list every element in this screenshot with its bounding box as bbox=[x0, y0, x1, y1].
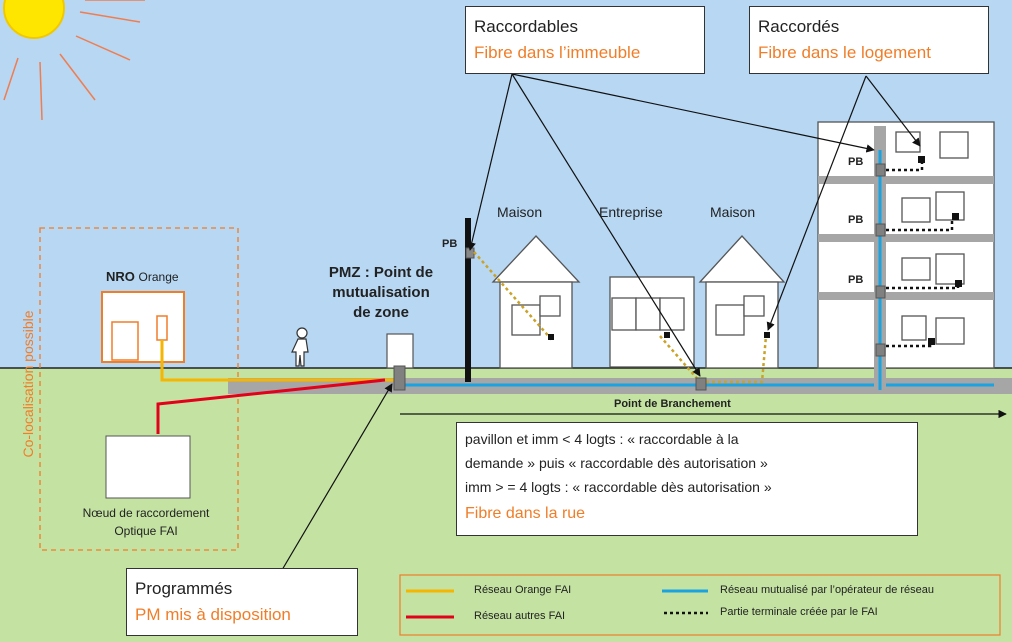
programmes-title: Programmés bbox=[135, 579, 233, 598]
pb-label-floor1: PB bbox=[848, 274, 864, 286]
info-line1: pavillon et imm < 4 logts : « raccordabl… bbox=[465, 431, 739, 447]
point-branchement-label: Point de Branchement bbox=[614, 398, 731, 410]
pb-label-floor3: PB bbox=[848, 156, 864, 168]
legend-red-label: Réseau autres FAI bbox=[474, 610, 566, 622]
nro-title: NRO bbox=[106, 269, 135, 284]
nro-fai-line2: Optique FAI bbox=[114, 524, 178, 538]
house-2 bbox=[698, 235, 786, 369]
sun-icon bbox=[3, 0, 145, 121]
label-maison-1: Maison bbox=[497, 204, 543, 220]
pmz-cabinet bbox=[386, 333, 414, 369]
raccordables-title: Raccordables bbox=[474, 17, 578, 36]
raccordables-subtitle: Fibre dans l’immeuble bbox=[474, 43, 641, 62]
callout-raccordes: Raccordés Fibre dans le logement bbox=[749, 6, 989, 74]
pmz-line1: PMZ : Point de bbox=[328, 264, 434, 281]
legend-dotted-label: Partie terminale créée par le FAI bbox=[720, 606, 878, 618]
terminal-endpoints bbox=[548, 156, 962, 345]
house-1 bbox=[491, 235, 581, 369]
pb-boxes-riser bbox=[875, 163, 886, 357]
colocalisation-label: Co-localisation possible bbox=[20, 310, 36, 458]
pmz-line2: mutualisation bbox=[332, 284, 430, 301]
person-icon bbox=[291, 327, 309, 367]
raccordes-subtitle: Fibre dans le logement bbox=[758, 43, 931, 62]
nro-subtitle: Orange bbox=[138, 270, 179, 284]
nro-building bbox=[101, 291, 185, 363]
colocalisation-zone bbox=[39, 227, 239, 551]
label-entreprise: Entreprise bbox=[599, 204, 663, 220]
apartment-building bbox=[817, 121, 995, 369]
orange-network-line bbox=[160, 340, 398, 382]
info-line2: demande » puis « raccordable dès autoris… bbox=[465, 455, 768, 471]
info-line3: imm > = 4 logts : « raccordable dès auto… bbox=[465, 479, 772, 495]
info-line4: Fibre dans la rue bbox=[465, 505, 586, 522]
branch-point-box bbox=[695, 377, 707, 391]
label-maison-2: Maison bbox=[710, 204, 756, 220]
legend-orange-label: Réseau Orange FAI bbox=[474, 584, 572, 596]
nro-fai-box bbox=[105, 435, 191, 499]
programmes-subtitle: PM mis à disposition bbox=[135, 605, 291, 624]
pb-label-floor2: PB bbox=[848, 214, 864, 226]
nro-fai-line1: Nœud de raccordement bbox=[82, 506, 210, 520]
enterprise-building bbox=[609, 276, 695, 368]
terminal-dotted-links bbox=[473, 160, 960, 384]
red-network-line bbox=[156, 378, 386, 434]
raccordes-title: Raccordés bbox=[758, 17, 840, 36]
legend-box bbox=[399, 574, 1001, 636]
pmz-line3: de zone bbox=[353, 304, 409, 321]
info-box: pavillon et imm < 4 logts : « raccordabl… bbox=[456, 422, 918, 536]
legend-blue-label: Réseau mutualisé par l’opérateur de rése… bbox=[720, 584, 935, 596]
callout-raccordables: Raccordables Fibre dans l’immeuble bbox=[465, 6, 705, 74]
pb-label-pole: PB bbox=[442, 238, 458, 250]
callout-arrows bbox=[281, 73, 1007, 571]
telephone-pole bbox=[465, 218, 471, 382]
nro-label: NRO Orange bbox=[106, 269, 179, 284]
callout-programmes: Programmés PM mis à disposition bbox=[126, 568, 358, 636]
